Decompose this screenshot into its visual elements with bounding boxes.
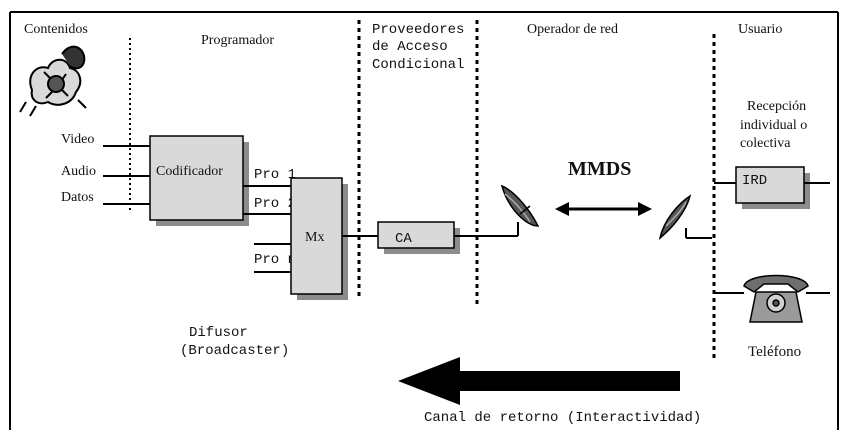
ca-block: CA [377, 221, 460, 254]
bidirectional-arrow-icon [555, 202, 652, 216]
input-datos-label: Datos [61, 190, 94, 205]
mux-label: Mx [305, 230, 324, 245]
telephone-icon [743, 274, 809, 323]
section-usuario: Usuario [738, 22, 782, 37]
input-audio-label: Audio [61, 164, 96, 179]
canal-retorno-label: Canal de retorno (Interactividad) [424, 410, 701, 426]
receive-antenna-icon [658, 194, 712, 240]
section-operador: Operador de red [527, 22, 618, 37]
codificador-block: Codificador [149, 135, 249, 226]
return-channel-arrow-icon [398, 357, 680, 405]
section-proveedores-2: de Acceso [372, 39, 448, 55]
reception-line-2: individual o [740, 118, 807, 133]
reception-line-1: Recepción [747, 99, 806, 114]
section-proveedores-3: Condicional [372, 57, 464, 73]
ird-label: IRD [742, 173, 767, 189]
telefono-label: Teléfono [748, 344, 801, 360]
codificador-label: Codificador [156, 164, 223, 179]
section-proveedores-1: Proveedores [372, 22, 464, 38]
ca-label: CA [395, 231, 412, 247]
broadcaster-label: (Broadcaster) [180, 343, 289, 359]
mux-block: Mx [290, 177, 348, 300]
section-contenidos: Contenidos [24, 22, 88, 37]
transmit-antenna-icon [500, 184, 540, 236]
input-video-label: Video [61, 132, 94, 147]
program-n-label: Pro n [254, 252, 296, 268]
film-reel-icon [19, 45, 87, 117]
ird-block: IRD [735, 166, 810, 209]
program-2-label: Pro 2 [254, 196, 296, 212]
reception-line-3: colectiva [740, 136, 791, 151]
section-programador: Programador [201, 33, 274, 48]
mmds-label: MMDS [568, 158, 631, 180]
program-1-label: Pro 1 [254, 167, 296, 183]
difusor-label: Difusor [189, 325, 248, 341]
